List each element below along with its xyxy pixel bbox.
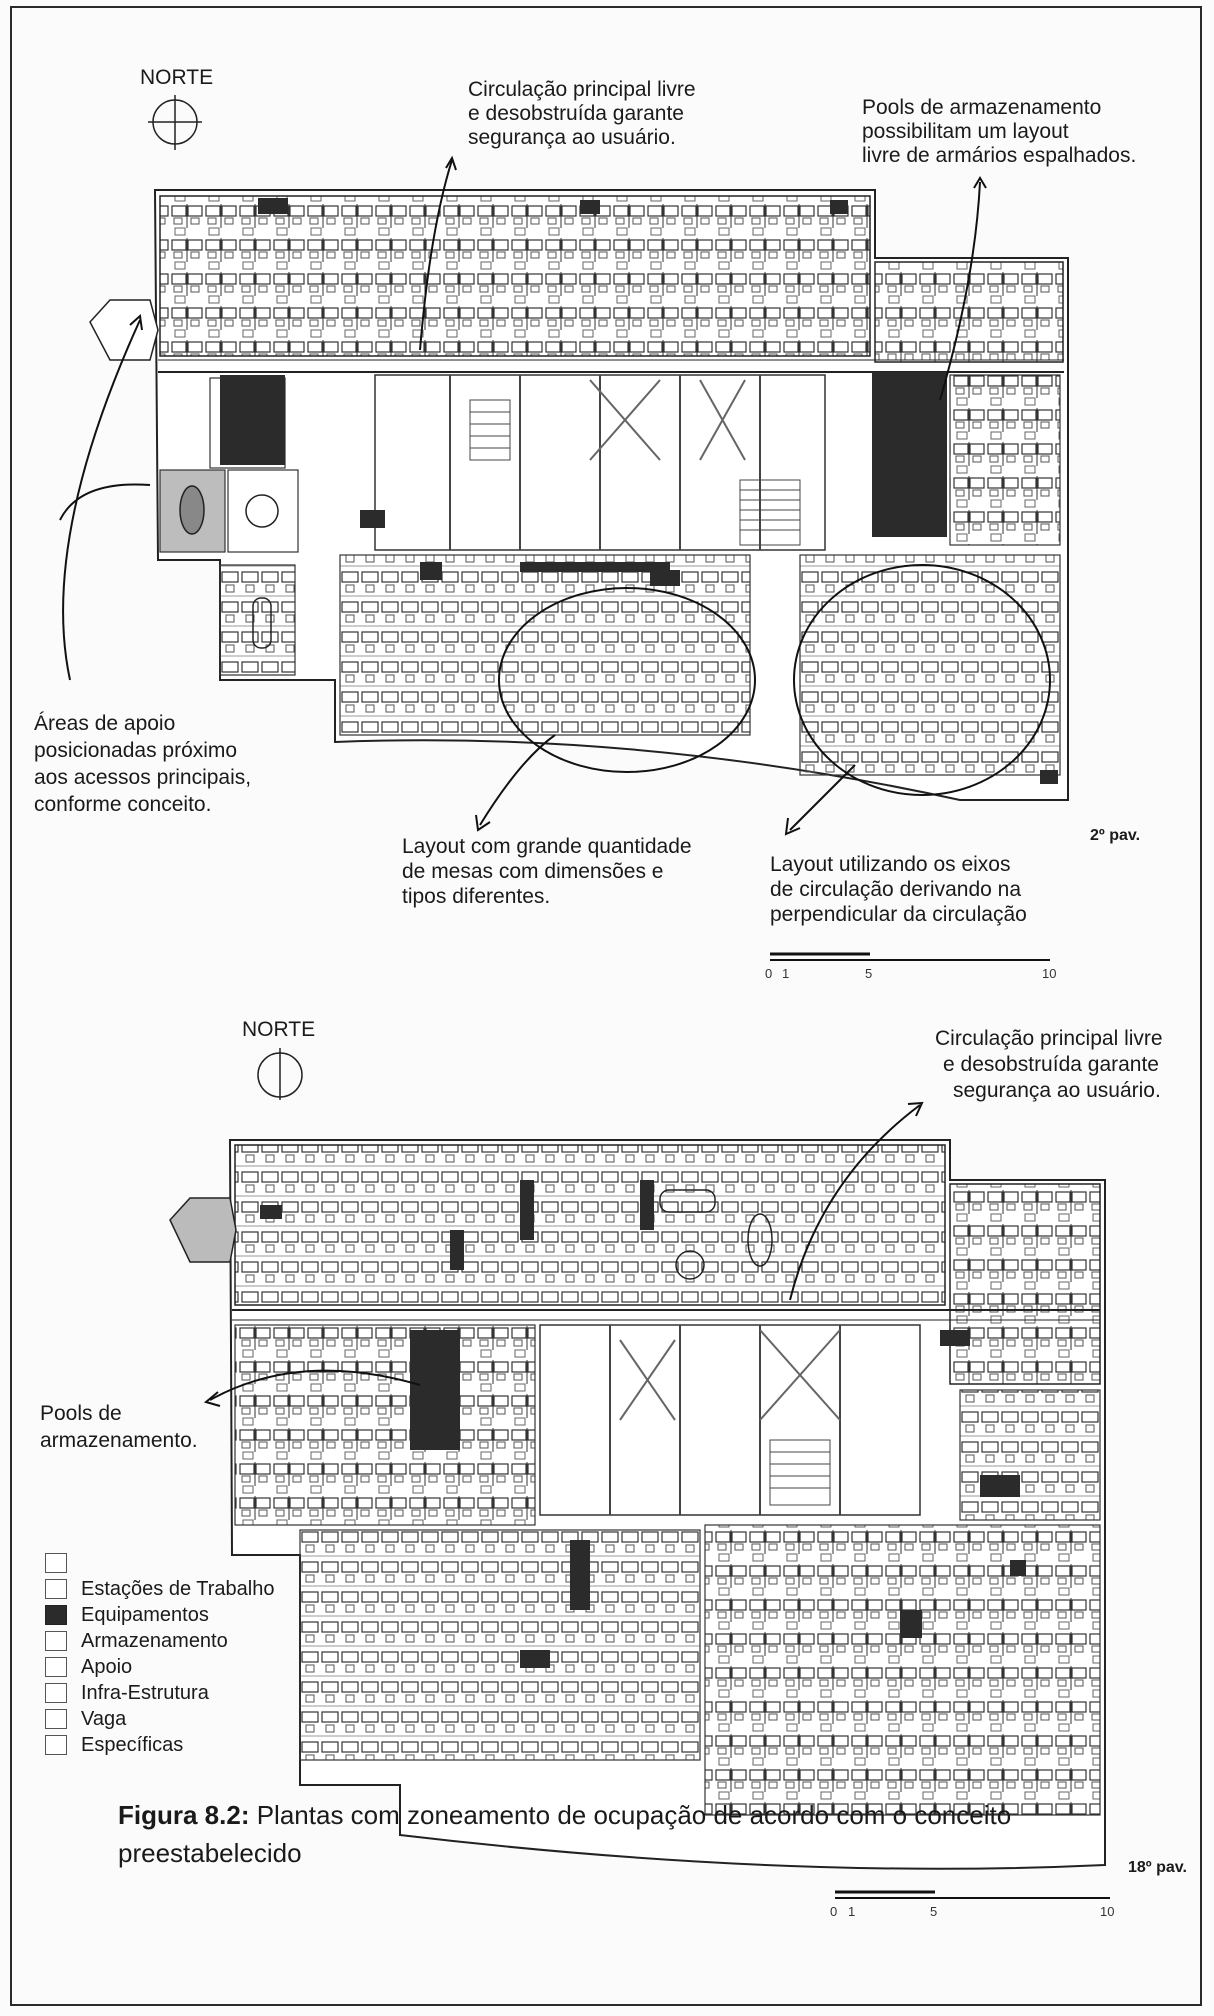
note-line: possibilitam um layout bbox=[862, 120, 1069, 143]
floor-label-top: 2º pav. bbox=[1090, 827, 1141, 844]
legend-label: Equipamentos bbox=[81, 1604, 209, 1626]
highlight-mesas bbox=[498, 587, 756, 773]
note-line: Áreas de apoio bbox=[34, 712, 176, 735]
scale-tick: 5 bbox=[865, 966, 873, 981]
note-apoio: Áreas de apoio posicionadas próximo aos … bbox=[34, 710, 251, 818]
scale-bars bbox=[770, 952, 1110, 1899]
note-mesas: Layout com grande quantidade de mesas co… bbox=[402, 834, 692, 909]
figure-frame bbox=[10, 6, 1202, 2006]
legend-label: Específicas bbox=[81, 1734, 184, 1756]
scale-tick: 10 bbox=[1100, 1904, 1115, 1919]
floor-label-bottom: 18º pav. bbox=[1128, 1859, 1187, 1876]
note-line: tipos diferentes. bbox=[402, 885, 551, 908]
note-line: segurança ao usuário. bbox=[953, 1079, 1161, 1102]
note-line: conforme conceito. bbox=[34, 793, 212, 816]
note-line: perpendicular da circulação bbox=[770, 903, 1027, 926]
legend-item: Equipamentos bbox=[45, 1602, 274, 1628]
note-line: Pools de bbox=[40, 1402, 122, 1425]
plan-18-leader-arrows bbox=[203, 1101, 924, 1407]
note-circulacao-bottom: Circulação principal livre e desobstruíd… bbox=[935, 1026, 1163, 1104]
scale-tick: 0 bbox=[765, 966, 773, 981]
plan-2-leader-arrows bbox=[59, 155, 987, 836]
legend-item: Armazenamento bbox=[45, 1628, 274, 1654]
legend-swatch bbox=[45, 1553, 67, 1573]
scale-tick: 1 bbox=[848, 1904, 856, 1919]
legend-item: Infra-Estrutura bbox=[45, 1680, 274, 1706]
note-line: Layout utilizando os eixos bbox=[770, 853, 1011, 876]
legend-item: Específicas bbox=[45, 1732, 274, 1758]
highlight-eixos bbox=[793, 564, 1051, 796]
legend-swatch bbox=[45, 1709, 67, 1729]
note-line: posicionadas próximo bbox=[34, 739, 238, 762]
legend-item: Vaga bbox=[45, 1706, 274, 1732]
figure-caption: Figura 8.2: Plantas com zoneamento de oc… bbox=[118, 1796, 1198, 1872]
note-line: Circulação principal livre bbox=[468, 78, 696, 101]
scale-tick: 0 bbox=[830, 1904, 838, 1919]
legend-label: Vaga bbox=[81, 1708, 127, 1730]
scale-tick: 5 bbox=[930, 1904, 938, 1919]
legend-swatch bbox=[45, 1605, 67, 1625]
note-line: e desobstruída garante bbox=[943, 1053, 1159, 1076]
note-line: Pools de armazenamento bbox=[862, 96, 1102, 119]
note-line: aos acessos principais, bbox=[34, 766, 252, 789]
note-pools-top: Pools de armazenamento possibilitam um l… bbox=[862, 96, 1136, 168]
north-symbols bbox=[148, 95, 303, 1100]
legend-label: Armazenamento bbox=[81, 1630, 228, 1652]
legend-label: Apoio bbox=[81, 1656, 133, 1678]
legend-label: Estações de Trabalho bbox=[81, 1578, 275, 1600]
legend-swatch bbox=[45, 1683, 67, 1703]
legend: Estações de Trabalho Equipamentos Armaze… bbox=[45, 1550, 274, 1758]
note-line: livre de armários espalhados. bbox=[862, 144, 1137, 167]
note-line: segurança ao usuário. bbox=[468, 126, 676, 149]
plan-2-dark-blocks bbox=[220, 198, 1058, 784]
caption-label: Figura 8.2: bbox=[118, 1800, 250, 1830]
note-line: Layout com grande quantidade bbox=[402, 835, 692, 858]
scale-tick: 10 bbox=[1042, 966, 1057, 981]
note-line: de circulação derivando na bbox=[770, 878, 1021, 901]
legend-item: Apoio bbox=[45, 1654, 274, 1680]
legend-item bbox=[45, 1550, 274, 1576]
legend-swatch bbox=[45, 1735, 67, 1755]
plan-2-pav bbox=[153, 189, 1069, 801]
plan-2-meeting-tables bbox=[112, 324, 279, 649]
note-pools-bottom: Pools de armazenamento. bbox=[40, 1400, 198, 1454]
legend-swatch bbox=[45, 1579, 67, 1599]
north-label-bottom: NORTE bbox=[242, 1018, 316, 1041]
plan-18-pav bbox=[228, 1139, 1106, 1870]
note-line: de mesas com dimensões e bbox=[402, 860, 664, 883]
legend-item: Estações de Trabalho bbox=[45, 1576, 274, 1602]
scale-tick: 1 bbox=[782, 966, 790, 981]
north-label-top: NORTE bbox=[140, 66, 214, 89]
note-line: armazenamento. bbox=[40, 1429, 198, 1452]
legend-swatch bbox=[45, 1631, 67, 1651]
legend-label: Infra-Estrutura bbox=[81, 1682, 209, 1704]
caption-text: Plantas com zoneamento de ocupação de ac… bbox=[118, 1800, 1012, 1868]
note-eixos: Layout utilizando os eixos de circulação… bbox=[770, 852, 1027, 927]
note-line: Circulação principal livre bbox=[935, 1027, 1163, 1050]
note-circulacao-top: Circulação principal livre e desobstruíd… bbox=[468, 78, 696, 150]
legend-swatch bbox=[45, 1657, 67, 1677]
plan-18-dark-blocks bbox=[260, 1180, 1026, 1668]
note-line: e desobstruída garante bbox=[468, 102, 684, 125]
